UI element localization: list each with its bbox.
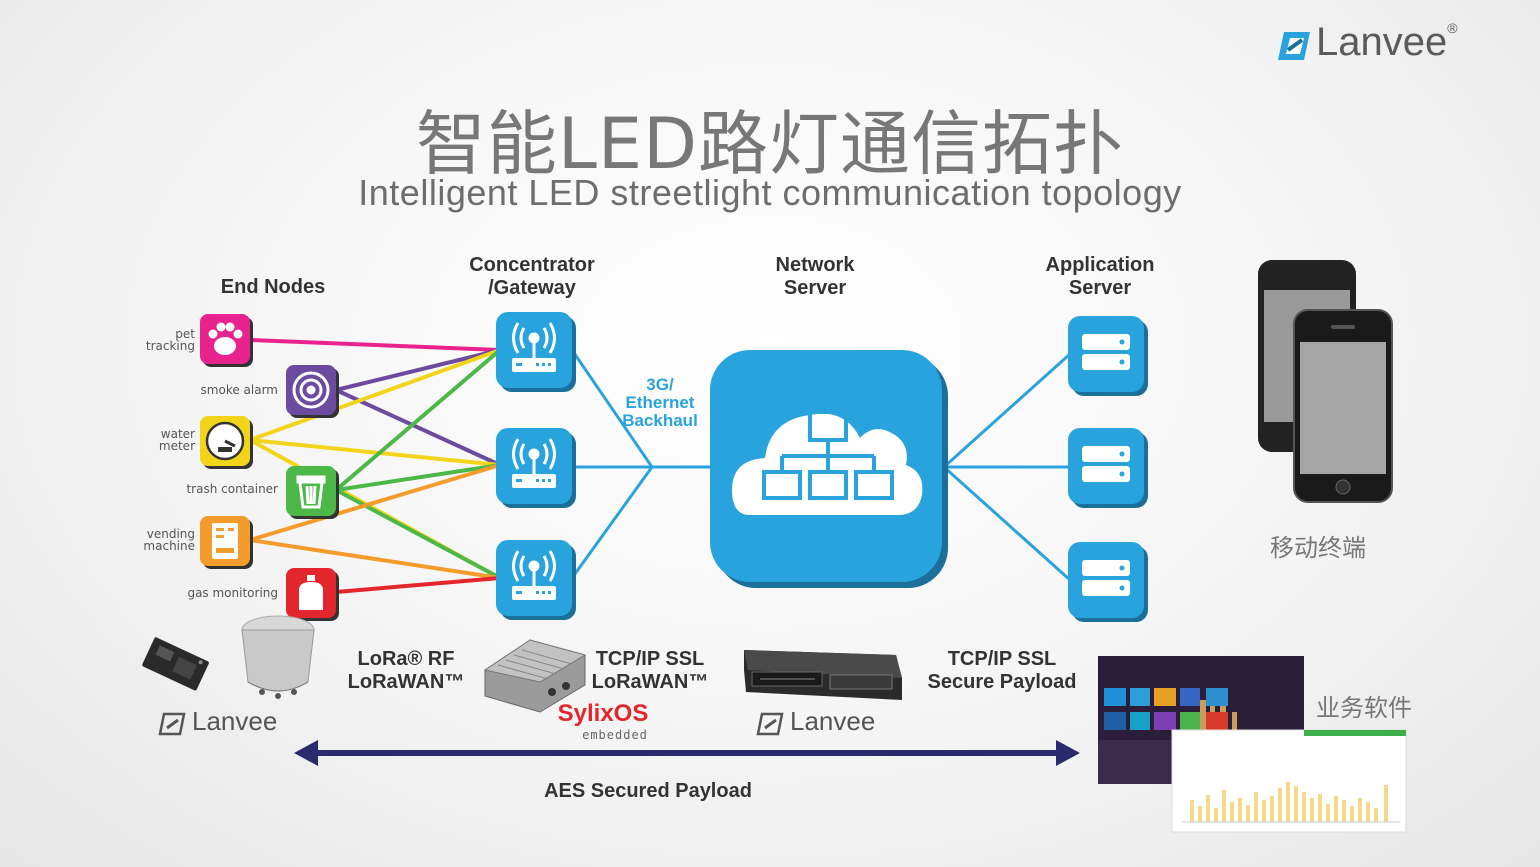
paw-icon bbox=[208, 322, 243, 355]
gateway-1 bbox=[496, 312, 576, 392]
gateway-2 bbox=[496, 428, 576, 508]
column-application-server: Application Server bbox=[1045, 254, 1155, 299]
app-server-1 bbox=[1068, 316, 1148, 396]
gas-monitoring-node bbox=[286, 568, 339, 621]
label-trash-container: trash container bbox=[186, 482, 278, 496]
tcp-gateway-label: TCP/IP SSL LoRaWAN™ bbox=[591, 648, 709, 693]
dashboard-tiles bbox=[1104, 688, 1228, 730]
vending-machine-node bbox=[200, 516, 253, 569]
wire-vending-gw3 bbox=[249, 538, 501, 580]
wire-smoke-gw1 bbox=[335, 348, 501, 392]
trash-container-node bbox=[286, 466, 339, 519]
label-smoke-alarm: smoke alarm bbox=[200, 383, 278, 397]
business-software-label: 业务软件 bbox=[1316, 694, 1412, 722]
brand-name: Lanvee bbox=[1316, 20, 1448, 64]
tcp-secure-label: TCP/IP SSL Secure Payload bbox=[927, 648, 1077, 693]
wire-smoke-gw2 bbox=[335, 388, 501, 467]
wire-gas-gw3 bbox=[335, 576, 501, 594]
wire-water-gw1 bbox=[249, 348, 501, 442]
backhaul-wires bbox=[570, 349, 712, 579]
brand-logo: Lanvee® bbox=[1316, 20, 1458, 65]
aes-payload-label: AES Secured Payload bbox=[544, 780, 752, 802]
wire-trash-gw2 bbox=[335, 463, 501, 492]
wifi-router-icon bbox=[512, 550, 556, 600]
lanvee-wordmark-module: Lanvee bbox=[192, 706, 278, 736]
server-icon bbox=[1082, 446, 1130, 482]
page-subtitle: Intelligent LED streetlight communicatio… bbox=[358, 172, 1182, 213]
lanvee-logo-mark-small-1 bbox=[158, 712, 186, 736]
lanvee-logo-mark bbox=[1278, 32, 1310, 60]
wire-pet-gw1 bbox=[249, 338, 501, 352]
gas-tank-icon bbox=[299, 575, 323, 610]
software-chart-screen bbox=[1171, 729, 1407, 833]
lanvee-logo-mark-small-2 bbox=[756, 712, 784, 736]
smoke-detector-icon bbox=[292, 371, 330, 409]
trash-bin-icon bbox=[296, 475, 326, 509]
label-gas-monitoring: gas monitoring bbox=[187, 586, 278, 600]
rack-server-hardware bbox=[744, 650, 902, 700]
backhaul-label: 3G/ Ethernet Backhaul bbox=[622, 375, 698, 430]
sylixos-label: SylixOS bbox=[557, 700, 649, 727]
network-server-cloud bbox=[710, 350, 948, 588]
page-title: 智能LED路灯通信拓扑 bbox=[415, 103, 1125, 185]
wire-vending-gw2 bbox=[249, 463, 501, 542]
sylixos-sub-label: embedded bbox=[582, 728, 648, 742]
smoke-alarm-node bbox=[286, 365, 339, 418]
aes-double-arrow bbox=[294, 740, 1080, 766]
wifi-router-icon bbox=[512, 438, 556, 488]
streetlight-node-cylinder bbox=[241, 615, 315, 699]
lanvee-wordmark-server: Lanvee bbox=[790, 706, 876, 736]
app-server-wires bbox=[942, 352, 1072, 582]
app-server-2 bbox=[1068, 428, 1148, 508]
vending-machine-icon bbox=[212, 523, 238, 559]
gauge-icon bbox=[205, 421, 245, 461]
network-hierarchy-icon bbox=[762, 410, 894, 500]
column-concentrator: Concentrator /Gateway bbox=[469, 254, 595, 299]
wifi-router-icon bbox=[512, 322, 556, 372]
label-pet-tracking: pet tracking bbox=[145, 327, 195, 353]
wire-trash-gw1 bbox=[334, 348, 502, 492]
lora-rf-label: LoRa® RF LoRaWAN™ bbox=[347, 648, 465, 693]
brand-mark: ® bbox=[1447, 20, 1458, 36]
column-end-nodes: End Nodes bbox=[220, 276, 326, 298]
wire-water-gw2 bbox=[249, 438, 501, 467]
gateway-3 bbox=[496, 540, 576, 620]
label-vending-machine: vending machine bbox=[143, 527, 195, 553]
water-meter-node bbox=[200, 416, 253, 469]
gateway-hardware-box bbox=[483, 639, 587, 713]
server-icon bbox=[1082, 560, 1130, 596]
label-water-meter: water meter bbox=[158, 427, 195, 453]
lora-module-board bbox=[142, 637, 209, 691]
pet-tracking-node bbox=[200, 314, 253, 367]
server-icon bbox=[1082, 334, 1130, 370]
app-server-3 bbox=[1068, 542, 1148, 622]
end-node-wires bbox=[249, 338, 502, 594]
mobile-terminal-label: 移动终端 bbox=[1270, 534, 1366, 562]
mobile-phone-front bbox=[1293, 309, 1393, 503]
column-network-server: Network Server bbox=[775, 254, 855, 299]
